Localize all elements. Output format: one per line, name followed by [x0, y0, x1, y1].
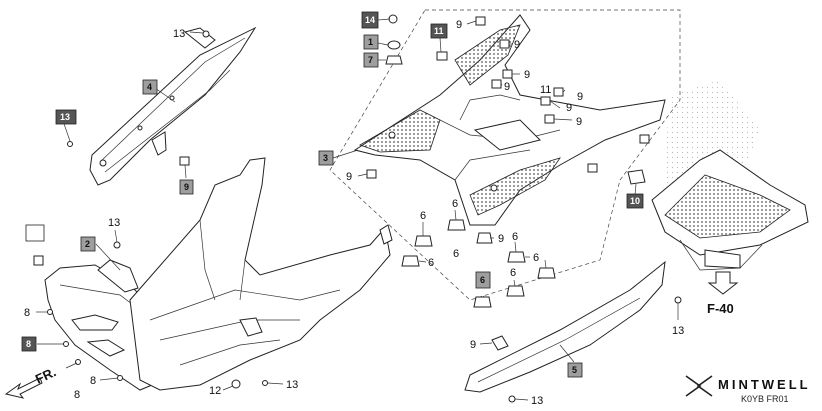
- fr-label: FR.: [33, 364, 58, 386]
- label-box-1: [363, 34, 379, 50]
- label-box-13: [55, 109, 77, 125]
- label-box-14: [361, 11, 379, 29]
- leader-lines: [36, 18, 679, 401]
- callout-9-d: 9: [504, 81, 510, 93]
- label-box-2: [80, 236, 96, 252]
- label-box-blank: [25, 224, 45, 242]
- callout-11-box: 11: [434, 26, 444, 36]
- callout-14: 14: [365, 15, 375, 25]
- label-box-11: [430, 23, 448, 39]
- callout-8-box: 8: [26, 339, 31, 349]
- callout-9-c: 9: [524, 69, 530, 81]
- diagram-code: K0YB FR01: [741, 394, 789, 404]
- label-box-6: [475, 271, 491, 289]
- callout-13-bottom: 13: [286, 379, 298, 391]
- f40-reference: F-40: [707, 271, 739, 316]
- callout-10: 10: [630, 196, 640, 206]
- label-box-9-left: [179, 179, 194, 195]
- callout-13-left: 13: [60, 112, 70, 122]
- callout-3: 3: [323, 153, 328, 163]
- callout-8-a: 8: [24, 307, 30, 319]
- part-5-side-panel: [464, 260, 666, 393]
- callout-6-e: 6: [512, 231, 518, 243]
- f40-label: F-40: [707, 301, 734, 316]
- callout-13-br: 13: [531, 395, 543, 407]
- callout-2: 2: [85, 239, 90, 249]
- callout-6-c: 6: [428, 257, 434, 269]
- brand-text: MINTWELL: [718, 377, 811, 392]
- callout-8-b: 8: [74, 389, 80, 401]
- callout-9-left: 9: [184, 182, 189, 192]
- callout-6-a: 6: [420, 210, 426, 222]
- part-2-lower-cover: [44, 259, 153, 391]
- callout-12: 12: [209, 385, 221, 397]
- label-box-5: [567, 362, 583, 378]
- callout-7: 7: [368, 55, 373, 65]
- callout-1: 1: [368, 37, 373, 47]
- brand-logo: MINTWELL K0YB FR01: [685, 375, 811, 404]
- callout-13-top: 13: [173, 28, 185, 40]
- lower-frame: [129, 157, 393, 391]
- callout-9-b: 9: [514, 39, 520, 51]
- callout-9-mid: 9: [498, 233, 504, 245]
- callout-6-d: 6: [453, 248, 459, 260]
- callout-13-mid: 13: [108, 217, 120, 229]
- callout-9-h-left: 9: [346, 171, 352, 183]
- label-box-3: [318, 150, 334, 166]
- callout-9-a: 9: [456, 19, 462, 31]
- part-storage-box: [651, 80, 809, 271]
- callout-labels: 13 4 13 9 13 2 8 8 8 8 12 13 14 1 7 11 3…: [21, 11, 684, 407]
- label-box-7: [363, 52, 379, 68]
- callout-9-h: 9: [470, 339, 476, 351]
- label-box-8: [21, 336, 37, 352]
- callout-6-f: 6: [533, 252, 539, 264]
- front-direction-arrow: FR.: [4, 364, 58, 399]
- label-box-10: [626, 193, 644, 209]
- callout-8-c: 8: [90, 375, 96, 387]
- callout-4: 4: [147, 82, 152, 92]
- callout-9-g: 9: [576, 116, 582, 128]
- callout-9-f: 9: [577, 91, 583, 103]
- label-box-4: [142, 79, 158, 95]
- callout-9-e: 9: [566, 102, 572, 114]
- callout-6-b: 6: [452, 198, 458, 210]
- callout-11: 11: [540, 84, 551, 96]
- part-4-side-cover: [89, 26, 257, 186]
- callout-5: 5: [572, 365, 577, 375]
- callout-6-g: 6: [510, 267, 516, 279]
- callout-6-box: 6: [480, 275, 485, 285]
- callout-13-right: 13: [672, 325, 684, 337]
